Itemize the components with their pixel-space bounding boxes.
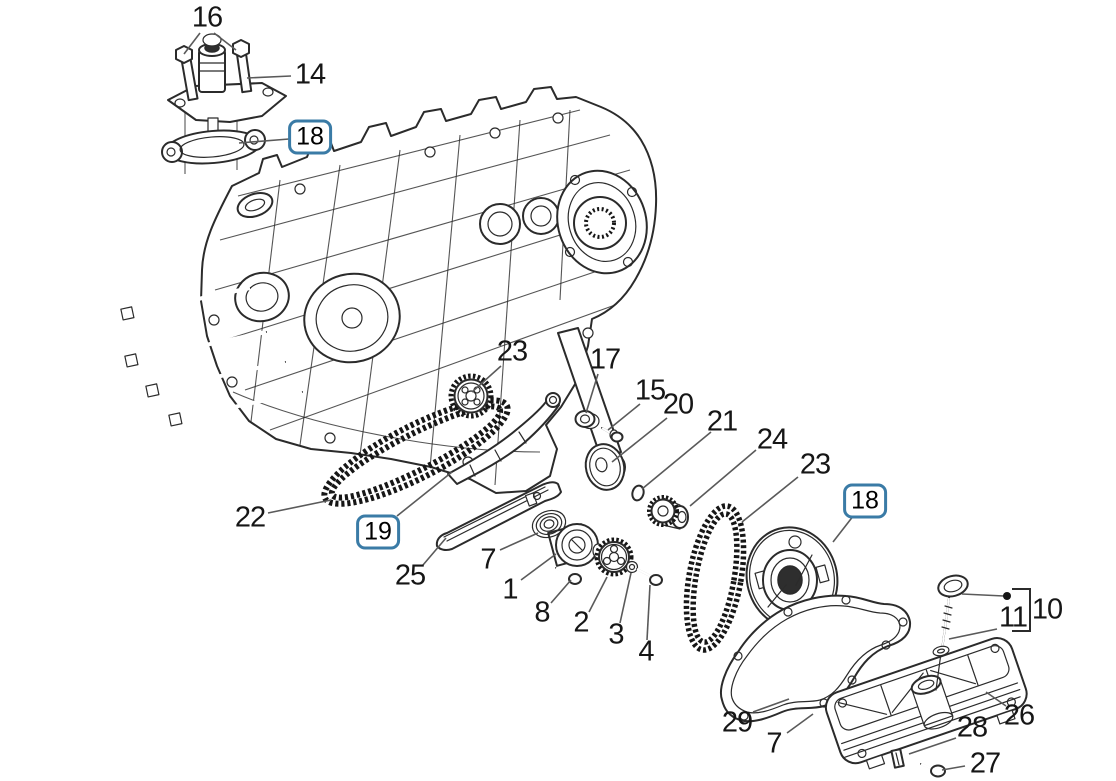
callout-15[interactable]: 15	[634, 374, 666, 407]
callout-10[interactable]: 10	[1031, 593, 1063, 626]
sump-gasket	[720, 594, 912, 723]
tensioner-gasket	[161, 129, 266, 165]
callout-20[interactable]: 20	[662, 388, 694, 421]
callout-29[interactable]: 29	[721, 706, 753, 739]
callout-8[interactable]: 8	[534, 596, 550, 629]
oil-sump	[824, 637, 1028, 770]
chain-tensioner-blade	[447, 392, 561, 485]
callout-18-gasket[interactable]: 18	[288, 119, 332, 155]
callout-19[interactable]: 19	[356, 514, 400, 550]
callout-25[interactable]: 25	[394, 559, 426, 592]
oil-pump-chain	[683, 503, 747, 653]
bearing-17	[574, 410, 600, 430]
pump-drive-sprocket-24	[647, 495, 689, 530]
callout-4[interactable]: 4	[638, 635, 654, 668]
reference-bracket-10	[961, 588, 1031, 632]
oil-dipstick	[935, 574, 969, 691]
callout-7-sump[interactable]: 7	[766, 727, 782, 760]
callout-23-right[interactable]: 23	[799, 448, 831, 481]
bolt-15	[601, 427, 624, 443]
callout-16[interactable]: 16	[191, 1, 223, 34]
leader-lines	[183, 32, 1007, 771]
sump-clip-28	[890, 748, 905, 769]
callout-7-pump[interactable]: 7	[480, 543, 496, 576]
engine-crankcase-drawing	[120, 86, 658, 494]
callout-21[interactable]: 21	[706, 405, 738, 438]
callout-17[interactable]: 17	[589, 343, 621, 376]
snap-ring-21	[631, 484, 645, 502]
callout-22[interactable]: 22	[234, 501, 266, 534]
callout-26[interactable]: 26	[1003, 699, 1035, 732]
pump-gasket-rings	[531, 509, 567, 539]
callout-23-left[interactable]: 23	[496, 335, 528, 368]
callout-14[interactable]: 14	[294, 58, 326, 91]
callout-2[interactable]: 2	[573, 606, 589, 639]
drain-bolt-27	[920, 762, 946, 778]
callout-24[interactable]: 24	[756, 423, 788, 456]
tensioner-pad	[236, 191, 274, 219]
callout-11[interactable]: 11	[998, 601, 1028, 634]
crankcase-studs	[120, 286, 303, 427]
drive-disc-20	[584, 443, 626, 491]
chain-guide	[435, 481, 562, 551]
callout-27[interactable]: 27	[969, 747, 1001, 780]
cam-chain	[321, 397, 511, 507]
callout-3[interactable]: 3	[608, 618, 624, 651]
cam-sprocket-left	[448, 373, 494, 419]
dipstick-clip	[932, 645, 950, 657]
callout-18-cover[interactable]: 18	[843, 483, 887, 519]
oil-pump-group	[531, 509, 663, 586]
callout-1[interactable]: 1	[502, 573, 518, 606]
callout-28[interactable]: 28	[956, 711, 988, 744]
